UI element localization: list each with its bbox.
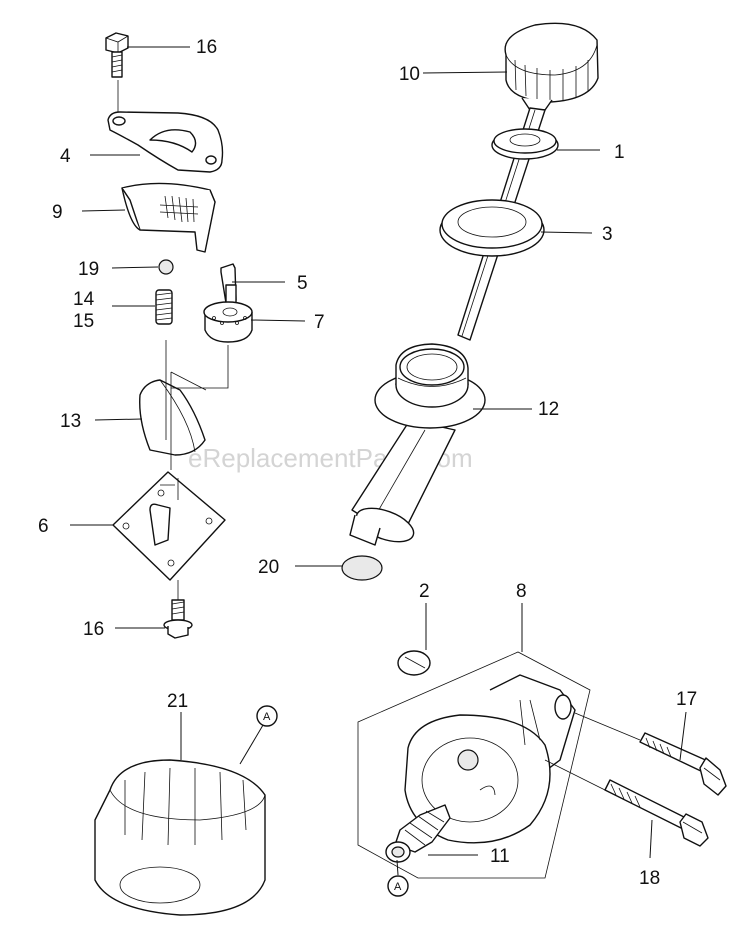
label-part-11: 11: [490, 846, 510, 867]
part-2-plug: [397, 650, 431, 676]
label-part-18: 18: [639, 868, 660, 889]
label-part-3: 3: [602, 224, 613, 245]
part-labels: 10 1 3 12 16 4 9 19 5 14 15 7 13 6 20 16…: [38, 37, 697, 889]
reference-callout-a-bottom: A: [387, 875, 409, 897]
label-part-8: 8: [516, 581, 527, 602]
assembly-guide-line: [165, 340, 229, 470]
reference-callout-a-top: A: [256, 705, 278, 727]
label-part-4: 4: [60, 146, 71, 167]
part-6-pump-cover: [112, 471, 226, 581]
part-21-oil-filter: [94, 759, 266, 916]
part-12-oil-fill-tube: [349, 343, 486, 546]
part-9-baffle: [121, 182, 216, 253]
label-part-9: 9: [52, 202, 63, 223]
svg-text:A: A: [263, 711, 271, 723]
part-20-gasket: [341, 555, 383, 581]
label-part-6: 6: [38, 516, 49, 537]
part-13-rotor: [139, 379, 206, 456]
part-7-collar: [203, 301, 253, 343]
label-part-21: 21: [167, 691, 188, 712]
label-part-20: 20: [258, 557, 279, 578]
label-part-2: 2: [419, 581, 430, 602]
label-part-12: 12: [538, 399, 559, 420]
svg-text:A: A: [394, 881, 402, 893]
label-part-16-bottom: 16: [83, 619, 104, 640]
part-3-o-ring: [439, 199, 545, 257]
label-part-7: 7: [314, 312, 325, 333]
part-11-threaded-nipple: [385, 804, 451, 863]
label-part-15: 15: [73, 311, 94, 332]
label-part-16-top: 16: [196, 37, 217, 58]
part-1-seal-ring: [491, 128, 559, 160]
label-part-14: 14: [73, 289, 95, 310]
label-part-13: 13: [60, 411, 81, 432]
part-18-bolt: [544, 759, 709, 847]
label-part-1: 1: [614, 142, 625, 163]
label-part-5: 5: [297, 273, 308, 294]
part-10-dipstick-cap: [504, 22, 599, 111]
label-part-17: 17: [676, 689, 697, 710]
part-19-ball: [158, 259, 174, 275]
part-16-bolt-bottom: [163, 580, 193, 639]
part-17-bolt: [574, 712, 727, 796]
leader-lines: [70, 46, 687, 876]
label-part-10: 10: [399, 64, 420, 85]
part-16-bolt-top: [105, 32, 129, 78]
label-part-19: 19: [78, 259, 99, 280]
part-4-plate: [107, 111, 224, 173]
part-14-15-spring: [155, 289, 173, 325]
part-5-shaft: [220, 263, 237, 306]
